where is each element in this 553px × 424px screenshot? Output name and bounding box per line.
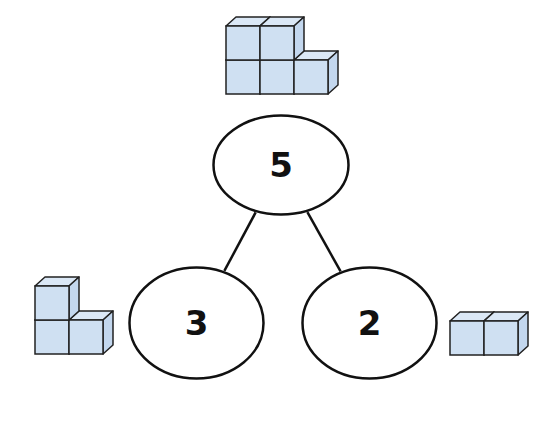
bond-line [307, 212, 340, 271]
cubes-two [450, 312, 528, 355]
cubes-three [35, 277, 113, 354]
number-label: 5 [269, 145, 293, 185]
bond-line [224, 212, 255, 270]
number-circle: 5 [212, 114, 350, 216]
number-label: 2 [358, 303, 382, 343]
cubes-five [226, 17, 338, 94]
number-circle: 3 [128, 266, 265, 380]
number-label: 3 [185, 303, 209, 343]
number-circle: 2 [301, 266, 438, 380]
